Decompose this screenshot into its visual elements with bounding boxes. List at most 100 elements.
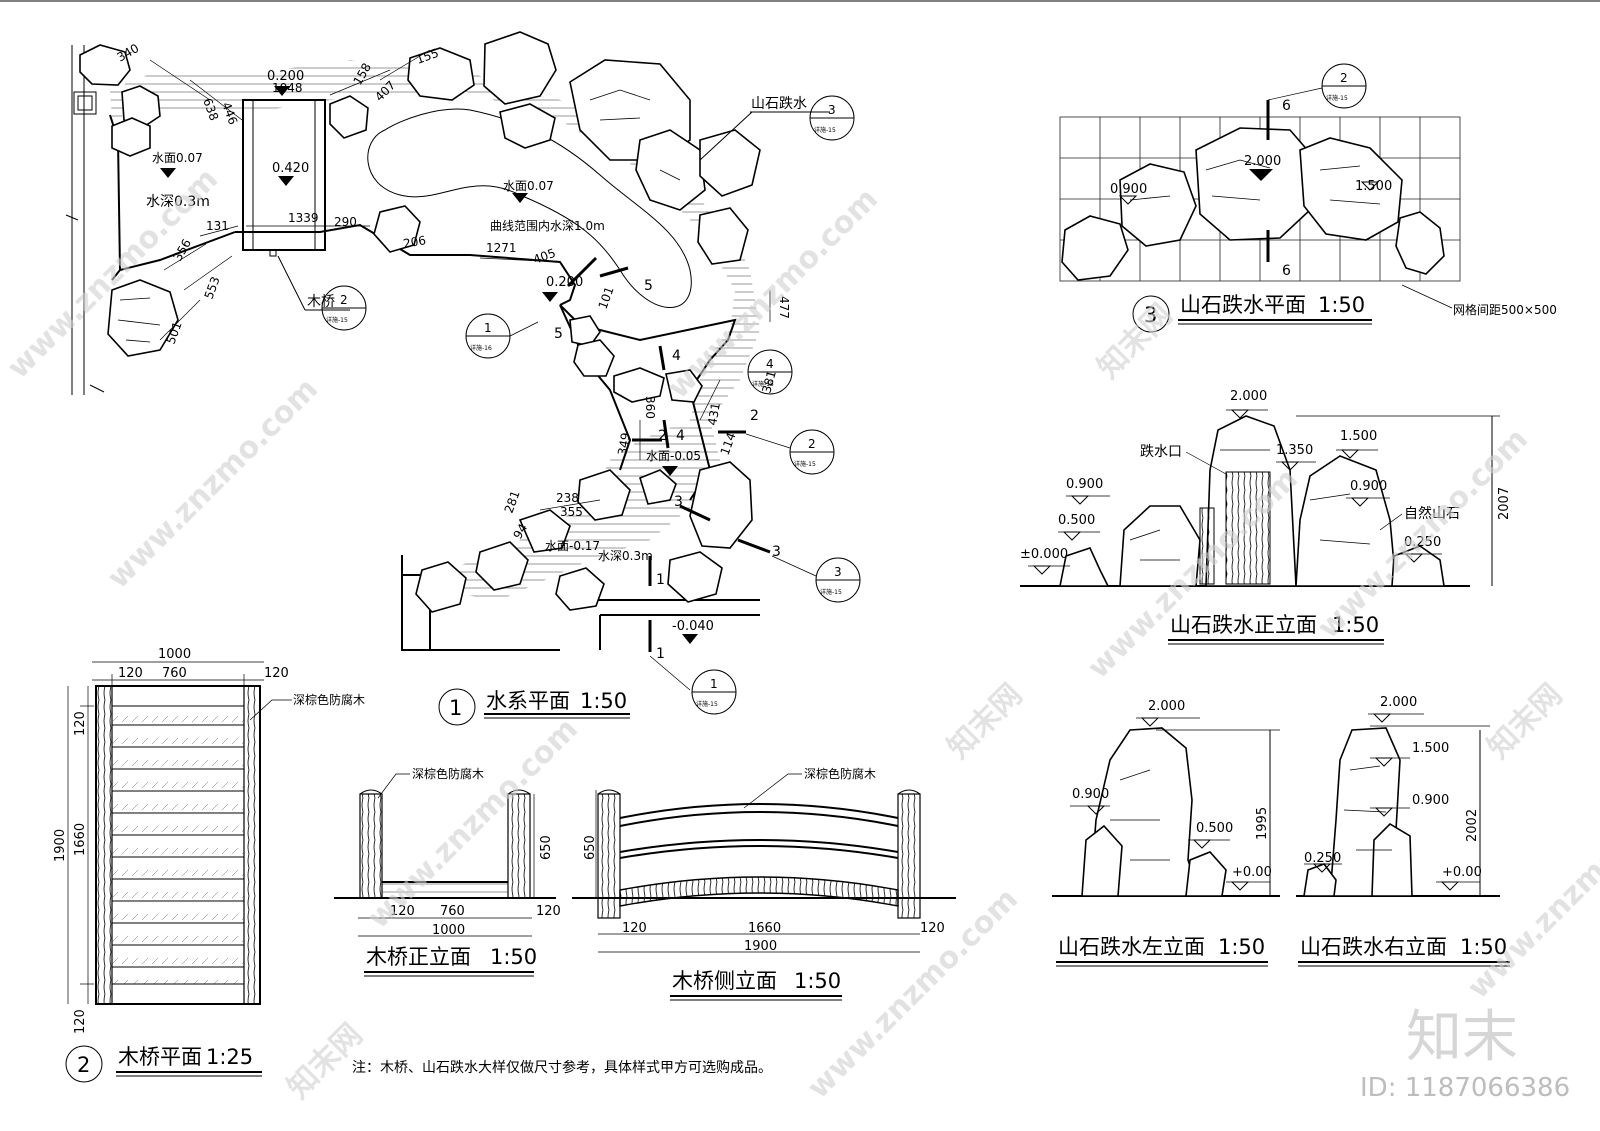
dim-206: 206 <box>402 233 427 251</box>
svg-text:1: 1 <box>656 646 665 662</box>
svg-text:120: 120 <box>73 711 88 736</box>
svg-text:3: 3 <box>828 103 836 117</box>
rockfall-left-scale: 1:50 <box>1218 935 1265 959</box>
svg-text:120: 120 <box>536 904 561 919</box>
water-level-b: 水面0.07 <box>503 179 554 193</box>
water-depth-a: 水深0.3m <box>146 194 210 210</box>
svg-text:120: 120 <box>118 666 143 681</box>
svg-text:120: 120 <box>264 666 289 681</box>
dim-290: 290 <box>334 215 357 229</box>
bridge-side-rail-mid <box>619 839 899 859</box>
svg-text:1660: 1660 <box>73 823 88 856</box>
deep-water-note: 曲线范围内水深1.0m <box>490 219 605 233</box>
dim-360: 360 <box>643 396 657 419</box>
bridge-plan-title: 木桥平面 <box>118 1045 202 1069</box>
svg-text:0.500: 0.500 <box>1058 513 1095 528</box>
bridge-plan-material: 深棕色防腐木 <box>293 692 365 707</box>
svg-text:760: 760 <box>162 666 187 681</box>
svg-text:知末网: 知末网 <box>1481 677 1569 765</box>
rockfall-front-elevation: 2007 2.000 1.500 1.350 0.900 0.900 0.500… <box>1020 389 1512 645</box>
rockfall-label: 山石跌水 <box>751 96 807 112</box>
waterfall-stream <box>1225 471 1271 585</box>
svg-text:1660: 1660 <box>748 921 781 936</box>
title-number-circle <box>438 688 476 726</box>
water-level-a: 水面0.07 <box>152 151 203 165</box>
section-6-top: 6 <box>1282 98 1291 114</box>
svg-text:知末网: 知末网 <box>941 677 1029 765</box>
svg-text:4: 4 <box>672 348 681 364</box>
bridge-front-height: 650 <box>539 835 554 860</box>
level-lower-pool: -0.040 <box>672 619 714 634</box>
left-height: 1995 <box>1255 807 1270 840</box>
grid-note: 网格间距500×500 <box>1453 302 1557 317</box>
bridge-front-title: 木桥正立面 <box>366 945 471 969</box>
plan-level-right: 1.500 <box>1355 179 1392 194</box>
svg-text:4: 4 <box>766 357 774 371</box>
svg-text:2.000: 2.000 <box>1380 695 1417 710</box>
plan-level-left: 0.900 <box>1110 182 1147 197</box>
svg-text:120: 120 <box>920 921 945 936</box>
dim-101: 101 <box>596 285 617 311</box>
dim-94: 94 <box>510 521 530 541</box>
bridge-front-elevation: 650 120 760 120 1000 深棕色防腐木 木桥正立面 1:50 <box>334 766 561 977</box>
rock-cluster-left <box>107 279 179 357</box>
water-system-plan: 0.200 0.420 0.200 -0.040 水面0.07 水深0.3m 水… <box>65 31 861 726</box>
svg-text:0.250: 0.250 <box>1304 851 1341 866</box>
svg-text:1.500: 1.500 <box>1412 741 1449 756</box>
dim-405: 405 <box>531 246 557 267</box>
bridge-side-material: 深棕色防腐木 <box>804 766 876 781</box>
bridge-plan-beam-left <box>95 685 113 1005</box>
svg-text:760: 760 <box>440 904 465 919</box>
svg-text:0.900: 0.900 <box>1412 793 1449 808</box>
svg-text:2: 2 <box>658 428 667 444</box>
dim-1048: 1048 <box>272 81 303 95</box>
svg-text:1: 1 <box>656 572 665 588</box>
rockfall-right-elevation: 2002 2.000 1.500 0.900 0.250 +0.00 山石跌水右… <box>1296 695 1510 967</box>
svg-text:3: 3 <box>834 565 842 579</box>
bridge-side-elevation: 650 120 1660 120 1900 深棕色防腐木 木桥侧立面 1:50 <box>572 766 956 1001</box>
rockfall-front-scale: 1:50 <box>1332 613 1379 637</box>
svg-text:2: 2 <box>808 437 816 451</box>
svg-text:1: 1 <box>484 321 492 335</box>
section-cuts: 5 5 4 4 2 2 3 3 1 1 <box>554 256 781 662</box>
watermark-id: ID: 1187066386 <box>1360 1073 1570 1103</box>
svg-text:www.znzmo.com: www.znzmo.com <box>1 162 225 386</box>
rockfall-plan-number: 3 <box>1144 303 1157 327</box>
svg-text:详施-15: 详施-15 <box>820 588 842 596</box>
svg-text:2.000: 2.000 <box>1230 389 1267 404</box>
plan-number: 1 <box>449 696 462 720</box>
svg-text:120: 120 <box>73 1009 88 1034</box>
svg-text:2: 2 <box>750 408 759 424</box>
bridge-plan-number: 2 <box>77 1053 90 1077</box>
svg-text:详施-15: 详施-15 <box>1326 94 1348 102</box>
dim-349: 349 <box>615 432 633 457</box>
bridge-front-scale: 1:50 <box>490 945 537 969</box>
svg-text:0.250: 0.250 <box>1404 535 1441 550</box>
front-levels: 2.000 1.500 1.350 0.900 0.900 0.500 0.25… <box>1020 389 1442 575</box>
svg-text:0.900: 0.900 <box>1350 479 1387 494</box>
watermark-logo: 知末 <box>1406 1005 1518 1070</box>
level-bridge-a: 0.200 <box>267 69 304 84</box>
dim-356: 356 <box>170 237 194 264</box>
dim-355: 355 <box>560 505 583 519</box>
svg-text:5: 5 <box>554 326 563 342</box>
svg-text:5: 5 <box>644 278 653 294</box>
general-note: 注：木桥、山石跌水大样仅做尺寸参考，具体样式甲方可选购成品。 <box>352 1059 772 1076</box>
detail-callouts: 1 详施-16 2 详施-15 3 详施-15 4 详施-15 2 详施-15 … <box>321 95 861 715</box>
rock-cluster-channel <box>415 315 753 613</box>
svg-text:2: 2 <box>340 293 348 307</box>
svg-text:0.900: 0.900 <box>1066 477 1103 492</box>
right-height: 2002 <box>1465 809 1480 842</box>
svg-text:+0.00: +0.00 <box>1232 865 1272 880</box>
plan-rocks <box>1061 127 1445 281</box>
bridge-plan-decking <box>111 705 245 985</box>
level-bridge-top: 0.420 <box>272 161 309 176</box>
dim-431: 431 <box>705 402 723 427</box>
water-plan-scale: 1:50 <box>580 689 627 713</box>
svg-text:详施-15: 详施-15 <box>326 316 348 324</box>
bridge-side-height: 650 <box>583 835 598 860</box>
rockfall-front-title: 山石跌水正立面 <box>1170 613 1317 637</box>
bridge-side-rail-top <box>619 803 899 827</box>
svg-text:详施-15: 详施-15 <box>814 126 836 134</box>
